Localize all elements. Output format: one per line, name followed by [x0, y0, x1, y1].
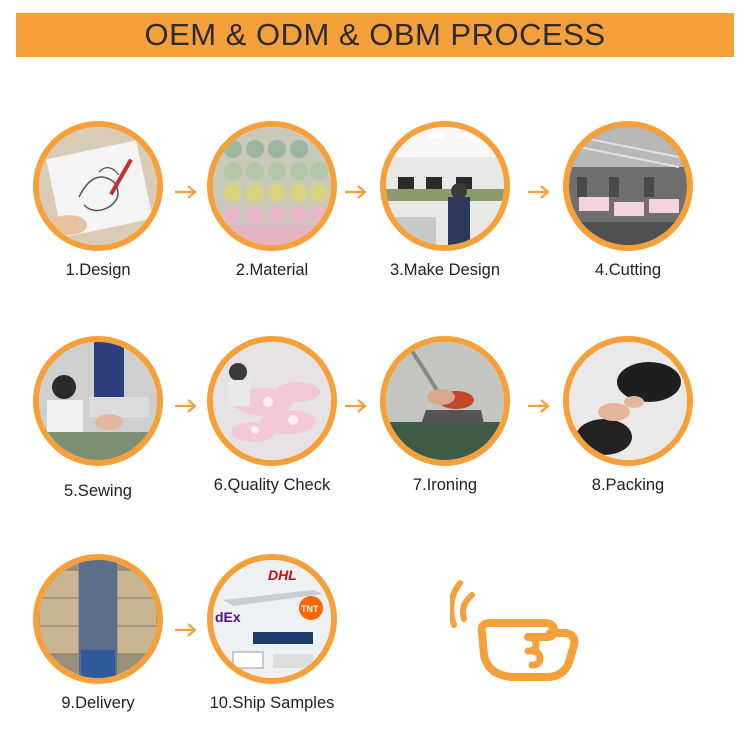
- step-label: 1.Design: [65, 261, 131, 279]
- arrow-right-icon: [175, 185, 197, 199]
- fedex-logo: dEx: [215, 609, 241, 625]
- arrow-right-icon: [528, 399, 550, 413]
- step-label: 2.Material: [235, 261, 309, 279]
- material-photo: [207, 121, 337, 251]
- ship-samples-photo: DHL TNT dEx: [207, 554, 337, 684]
- arrow-right-icon: [528, 185, 550, 199]
- delivery-photo: [33, 554, 163, 684]
- quality-check-photo: [207, 336, 337, 466]
- step-label: 6.Quality Check: [213, 476, 331, 494]
- dhl-logo: DHL: [268, 567, 297, 583]
- step-label: 5.Sewing: [64, 482, 132, 500]
- packing-photo: [563, 336, 693, 466]
- arrow-right-icon: [175, 623, 197, 637]
- design-photo: [33, 121, 163, 251]
- make-design-photo: [380, 121, 510, 251]
- step-label: 3.Make Design: [389, 261, 501, 279]
- sewing-photo: [33, 336, 163, 466]
- cutting-photo: [563, 121, 693, 251]
- pointing-hand-icon: [450, 580, 579, 681]
- arrow-right-icon: [345, 399, 367, 413]
- ironing-photo: [380, 336, 510, 466]
- title-banner: OEM & ODM & OBM PROCESS: [16, 13, 734, 57]
- step-label: 9.Delivery: [61, 694, 135, 712]
- step-label: 10.Ship Samples: [209, 694, 335, 712]
- arrow-right-icon: [175, 399, 197, 413]
- step-label: 7.Ironing: [412, 476, 478, 494]
- arrow-right-icon: [345, 185, 367, 199]
- step-label: 8.Packing: [591, 476, 665, 494]
- step-label: 4.Cutting: [594, 261, 662, 279]
- page-title: OEM & ODM & OBM PROCESS: [144, 17, 606, 52]
- tnt-logo: TNT: [301, 604, 319, 614]
